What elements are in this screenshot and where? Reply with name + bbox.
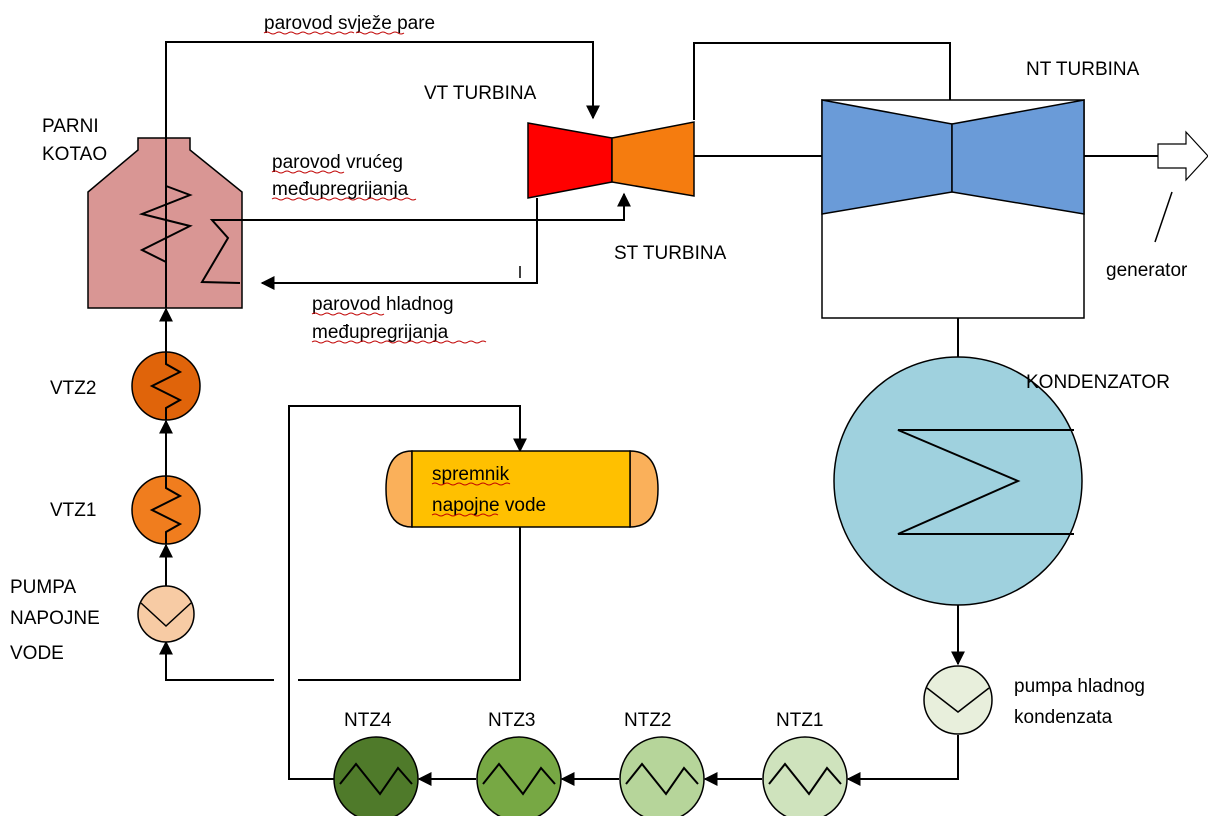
- feed-pump-label-line1: PUMPA: [10, 577, 76, 598]
- ip-turbine-label: ST TURBINA: [614, 243, 727, 264]
- feed-pump: [137, 585, 195, 643]
- fresh-steam-line-label: parovod svježe pare: [264, 13, 435, 34]
- ntz2-heater: [619, 736, 705, 816]
- hot-reheat-label-line1: parovod vrućeg: [272, 152, 403, 173]
- boiler-label-line2: KOTAO: [42, 144, 107, 165]
- ip-to-lp-pipe: [693, 42, 957, 120]
- vtz2-heater: [131, 351, 201, 421]
- cold-reheat-label-line1: parovod hladnog: [312, 294, 454, 315]
- boiler-label-line1: PARNI: [42, 116, 99, 137]
- tank-to-pump-pipe: [298, 527, 521, 681]
- heater-coil-icon: [625, 762, 699, 796]
- condenser-shell: [833, 356, 1083, 606]
- condenser: [833, 356, 1083, 606]
- cold-pump-label-line1: pumpa hladnog: [1014, 676, 1145, 697]
- tank-right-cap: [629, 450, 659, 528]
- pump-to-ntz1-pipe: [846, 735, 959, 786]
- cold-reheat-pipe: [260, 198, 538, 290]
- heater-coil-icon: [149, 352, 183, 420]
- tank-left-cap: [385, 450, 413, 528]
- ntz3-heater: [476, 736, 562, 816]
- heater-coil-icon: [149, 476, 183, 544]
- lp-turbine: [821, 99, 1085, 319]
- heater-coil-icon: [482, 762, 556, 796]
- fresh-steam-pipe: [165, 41, 600, 138]
- vtz1-label: VTZ1: [50, 500, 96, 521]
- hot-reheat-pipe: [242, 192, 631, 221]
- feed-pump-label-line2: NAPOJNE: [10, 608, 100, 629]
- tank-label-line2: napojne vode: [432, 495, 546, 516]
- cold-pump-label-line2: kondenzata: [1014, 707, 1113, 728]
- ntz2-label: NTZ2: [624, 710, 672, 731]
- ntz4-heater: [333, 736, 419, 816]
- tank-label-line1: spremnik: [432, 464, 510, 485]
- ntz3-label: NTZ3: [488, 710, 536, 731]
- ntz1-heater: [762, 736, 848, 816]
- lp-turbine-label: NT TURBINA: [1026, 59, 1140, 80]
- feed-pump-label-line3: VODE: [10, 643, 64, 664]
- hp-turbine: [527, 122, 613, 199]
- tank-to-pump-pipe-2: [159, 640, 274, 681]
- hp-turbine-label: VT TURBINA: [424, 83, 537, 104]
- heater-coil-icon: [768, 762, 842, 796]
- cold-reheat-label-line2: međupregrijanja: [312, 322, 449, 343]
- generator-callout: [1154, 191, 1173, 243]
- boiler: [87, 137, 243, 309]
- pump-icon: [926, 687, 990, 713]
- ntz4-label: NTZ4: [344, 710, 392, 731]
- heater-coil-icon: [339, 762, 413, 796]
- reheater-coil-icon: [200, 219, 242, 284]
- generator-arrow-icon: [1157, 130, 1208, 182]
- vtz1-heater: [131, 475, 201, 545]
- superheater-coil-icon: [138, 185, 193, 263]
- generator-label: generator: [1106, 260, 1188, 281]
- pump-icon: [140, 602, 192, 628]
- hot-reheat-label-line2: međupregrijanja: [272, 179, 409, 200]
- ntz1-label: NTZ1: [776, 710, 824, 731]
- lp-turbine-right: [951, 99, 1085, 215]
- condenser-coil-icon: [897, 429, 1074, 535]
- ntz4-to-tank-pipe: [288, 405, 527, 780]
- condensate-pump: [923, 665, 993, 735]
- vtz2-label: VTZ2: [50, 378, 96, 399]
- ip-turbine: [611, 121, 695, 197]
- condenser-label: KONDENZATOR: [1026, 372, 1170, 393]
